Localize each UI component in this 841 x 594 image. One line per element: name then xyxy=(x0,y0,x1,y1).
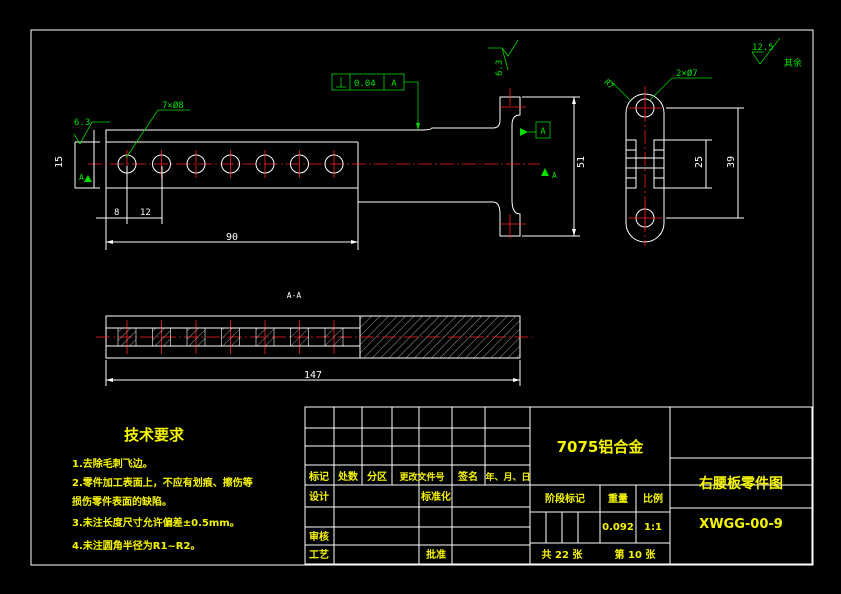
datum-arrow-left xyxy=(84,175,92,182)
section-view: A-A 147 xyxy=(96,291,532,386)
part-outline xyxy=(105,96,521,237)
tech-item-2: 2.零件加工表面上，不应有划痕、擦伤等 xyxy=(72,476,253,489)
section-label: A-A xyxy=(287,291,302,300)
svg-text:R7: R7 xyxy=(602,78,615,91)
material: 7075铝合金 xyxy=(557,438,645,456)
dim-15: 15 xyxy=(54,156,65,168)
section-hole-7 xyxy=(324,327,344,347)
process-label: 工艺 xyxy=(309,548,329,561)
tech-title: 技术要求 xyxy=(124,426,185,444)
rev-header-4: 签名 xyxy=(457,470,478,483)
dim-90: 90 xyxy=(226,232,238,243)
rev-header-3: 更改文件号 xyxy=(399,471,444,483)
rough-left: 6.3 xyxy=(74,118,90,128)
weight-label: 重量 xyxy=(608,492,628,505)
holes-side-label: 2×Ø7 xyxy=(676,68,698,79)
section-hole-6 xyxy=(290,327,309,347)
rev-header-1: 处数 xyxy=(337,470,359,483)
drawing-number: XWGG-00-9 xyxy=(699,517,783,532)
section-hole-3 xyxy=(186,327,206,347)
datum-left-label: A xyxy=(79,173,84,182)
part-name: 右腰板零件图 xyxy=(698,475,783,492)
rough-corner: 12.5 xyxy=(752,43,774,53)
section-hole-4 xyxy=(221,327,240,347)
scale-label: 比例 xyxy=(643,492,663,505)
front-view xyxy=(88,88,540,238)
check-label: 审核 xyxy=(309,530,329,543)
dim-51: 51 xyxy=(576,156,587,168)
title-block xyxy=(304,406,813,565)
tech-item-1: 1.去除毛刺飞边。 xyxy=(72,457,153,470)
rev-header-5: 年、月、日 xyxy=(485,471,530,483)
datum-right-label: A xyxy=(552,171,557,180)
weight-value: 0.092 xyxy=(602,522,634,533)
dim-12: 12 xyxy=(140,208,151,218)
tech-item-3: 3.未注长度尺寸允许偏差±0.5mm。 xyxy=(72,516,240,529)
tech-requirements: 技术要求 1.去除毛刺飞边。 2.零件加工表面上，不应有划痕、擦伤等 损伤零件表… xyxy=(72,426,253,552)
front-dims: 15 A 6.3 7×Ø8 8 12 90 51 A xyxy=(54,39,587,250)
design-label: 设计 xyxy=(309,490,329,503)
standard-label: 标准化 xyxy=(420,490,451,503)
datum-a-box: A xyxy=(540,127,546,137)
title-block-text: 7075铝合金 右腰板零件图 XWGG-00-9 标记 处数 分区 更改文件号 … xyxy=(308,438,783,561)
section-hole-1 xyxy=(117,327,137,347)
total-sheets: 共 22 张 xyxy=(542,548,584,561)
tech-item-4: 4.未注圆角半径为R1~R2。 xyxy=(72,539,200,552)
stage-mark-label: 阶段标记 xyxy=(545,492,585,505)
section-holes xyxy=(117,320,344,354)
section-hole-5 xyxy=(255,327,275,347)
dim-8: 8 xyxy=(114,208,119,218)
holes-main-label: 7×Ø8 xyxy=(162,100,184,111)
tolerance-value: 0.04 xyxy=(354,79,376,89)
approve-label: 批准 xyxy=(426,548,446,561)
dim-25: 25 xyxy=(694,156,705,168)
tolerance-datum: A xyxy=(391,79,397,89)
dim-39: 39 xyxy=(726,156,737,168)
sheet-number: 第 10 张 xyxy=(615,548,657,561)
rev-header-2: 分区 xyxy=(367,470,387,483)
section-hole-2 xyxy=(152,327,171,347)
dim-147: 147 xyxy=(304,370,322,381)
side-view: 2×Ø7 R7 25 39 12.5 其余 xyxy=(602,37,802,246)
rev-header-0: 标记 xyxy=(308,470,329,483)
rough-top: 6.3 xyxy=(495,60,505,76)
rough-rest: 其余 xyxy=(784,57,802,69)
scale-value: 1:1 xyxy=(644,522,662,533)
tech-item-2b: 损伤零件表面的缺陷。 xyxy=(72,495,172,508)
drawing-frame xyxy=(30,29,814,566)
